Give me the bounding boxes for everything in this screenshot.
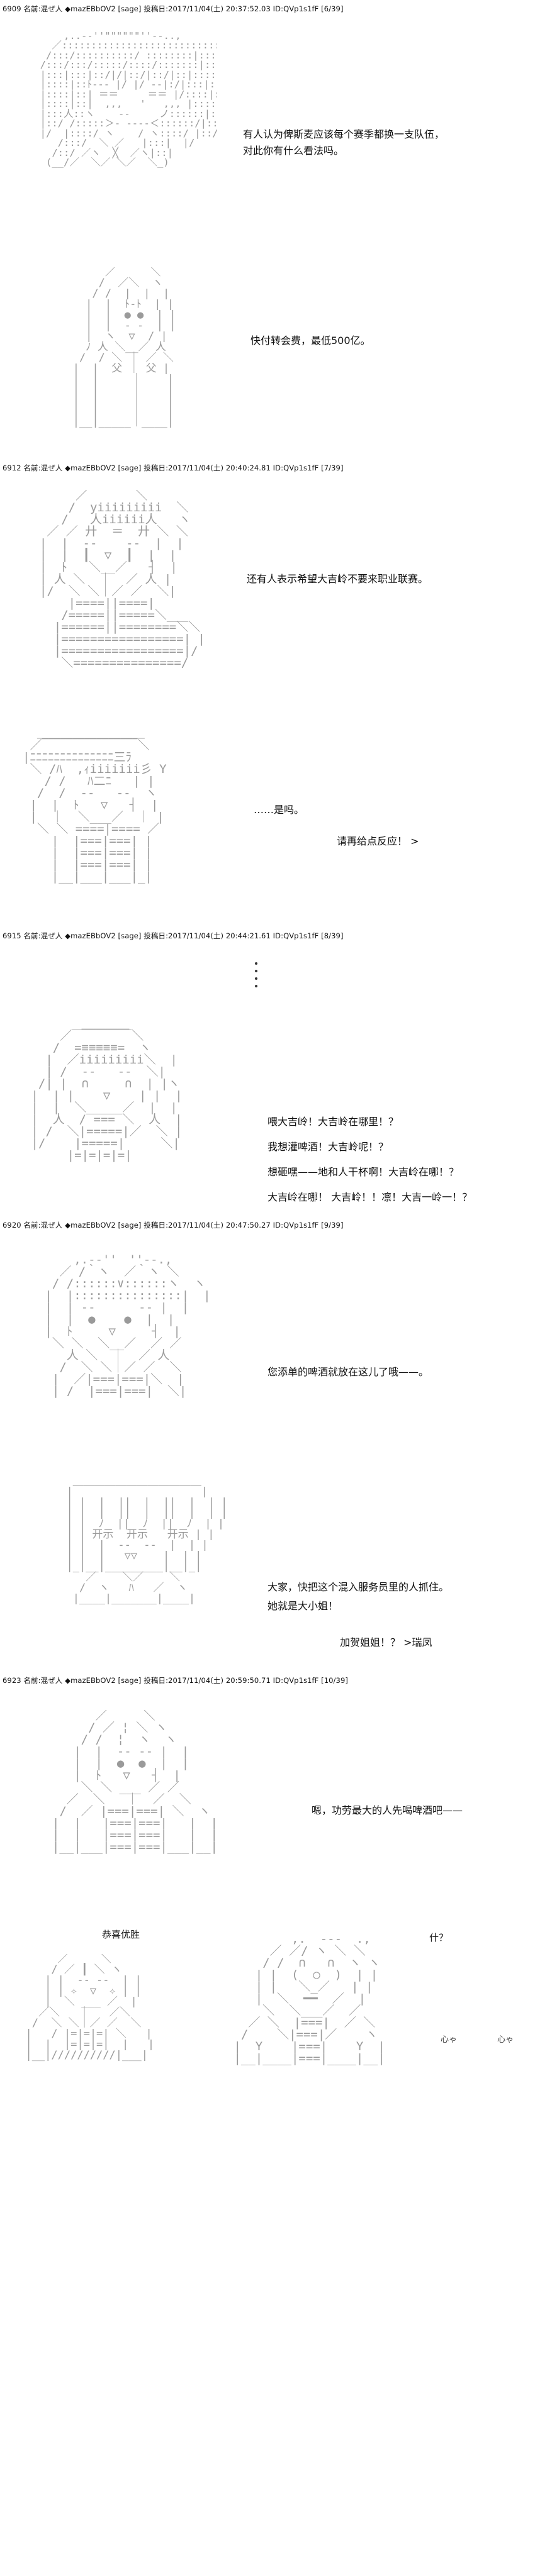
dialogue-line: 她就是大小姐！ bbox=[268, 1600, 339, 1612]
dialogue-line: 快付转会费，最低500亿。 bbox=[251, 335, 371, 347]
dialogue-line: 大吉岭在哪！ 大吉岭！！凛！大吉一岭一！？ bbox=[268, 1191, 473, 1203]
dialogue-line: 您添单的啤酒就放在这儿了哦——。 bbox=[268, 1366, 429, 1378]
dialogue-line: 请再给点反应！ > bbox=[337, 835, 419, 847]
dialogue-line: 对此你有什么看法吗。 bbox=[243, 145, 344, 157]
ascii-art-character: ＿＿＿＿＿＿＿＿＿＿＿＿ |￣￣￣￣￣￣￣￣￣￣￣￣| | | | || | |… bbox=[66, 1476, 228, 1605]
ascii-art-character: ,. -‐- ., ／ ／/ ヽ ＼ ＼ / / ∩ ∩ ヽ ヽ | | ( ○… bbox=[234, 1933, 385, 2065]
ascii-art-character: ＿＿＿＿＿＿＿＿＿ ／￣￣￣￣￣￣￣￣＼ |ﾆﾆﾆﾆﾆﾆﾆﾆﾆﾆﾆﾆﾆﾆ三ﾗ ＼… bbox=[23, 728, 167, 884]
ascii-art-character: ／￣￣￣＼ / ／ ┃ ＼ ヽ | | ‐‐ ‐‐ | | | | ✧ ▽ ✧ … bbox=[25, 1954, 155, 2062]
dialogue-line: 大家，快把这个混入服务员里的人抓住。 bbox=[268, 1581, 449, 1593]
post-header: 6923 名前:混ぜ人 ◆mazEBbOV2 [sage] 投稿日:2017/1… bbox=[3, 1676, 348, 1685]
ascii-art-character: ,.-‐''￣''‐-., ／ /｀ヽ ／｀ヽ ＼ / /::::::∨::::… bbox=[45, 1254, 211, 1398]
ellipsis-dots bbox=[255, 962, 259, 992]
dialogue-line: 我想灌啤酒！大吉岭呢！？ bbox=[268, 1141, 389, 1153]
dialogue-line: 什？ bbox=[429, 1932, 449, 1943]
dialogue-line: 喂大吉岭！大吉岭在哪里！？ bbox=[268, 1116, 399, 1128]
post-header: 6915 名前:混ぜ人 ◆mazEBbOV2 [sage] 投稿日:2017/1… bbox=[3, 931, 344, 940]
ascii-art-character: ／￣￣￣＼ / ／ ¦ ＼ ヽ / / ¦ ヽ ヽ | | ‐‐ ‐‐ | | … bbox=[52, 1710, 218, 1854]
post-header: 6920 名前:混ぜ人 ◆mazEBbOV2 [sage] 投稿日:2017/1… bbox=[3, 1221, 344, 1230]
dialogue-line: 还有人表示希望大吉岭不要来职业联赛。 bbox=[247, 573, 429, 585]
ascii-art-character: ／￣￣￣￣＼ / yiiiiiiiii ＼ / 人iiiiii人 ヽ ／ ／ 廾… bbox=[39, 490, 205, 670]
dialogue-line: 想砸嘿——地和人干杯啊！大吉岭在哪！？ bbox=[268, 1166, 459, 1178]
dialogue-line: 嗯，功劳最大的人先喝啤酒吧—— bbox=[312, 1804, 463, 1816]
sound-effect: 心ゃ bbox=[441, 2035, 458, 2045]
dialogue-line: 加贺姐姐！？ >瑞凤 bbox=[340, 1636, 432, 1648]
caption: 恭喜优胜 bbox=[102, 1929, 140, 1940]
ascii-art-character: ／ ￣￣ ＼ / ／＼ ヽ / / | | | | | ﾄ-ﾄ | | | | … bbox=[72, 267, 176, 428]
post-header: 6912 名前:混ぜ人 ◆mazEBbOV2 [sage] 投稿日:2017/1… bbox=[3, 464, 344, 472]
ascii-art-character: ＿＿＿＿ ／￣￣￣￣￣＼ / =≡≡≡≡≡= ヽ | ／iiiiiiiii＼ |… bbox=[31, 1018, 183, 1162]
sound-effect: 心ゃ bbox=[497, 2035, 514, 2045]
dialogue-line: 有人认为俾斯麦应该每个赛季都换一支队伍， bbox=[243, 128, 445, 140]
dialogue-line: ……是吗。 bbox=[254, 804, 305, 816]
post-header: 6909 名前:混ぜ人 ◆mazEBbOV2 [sage] 投稿日:2017/1… bbox=[3, 4, 344, 13]
ascii-art-character: ,..-‐''""""""''‐-.., ／::::::::::::::::::… bbox=[40, 31, 217, 168]
